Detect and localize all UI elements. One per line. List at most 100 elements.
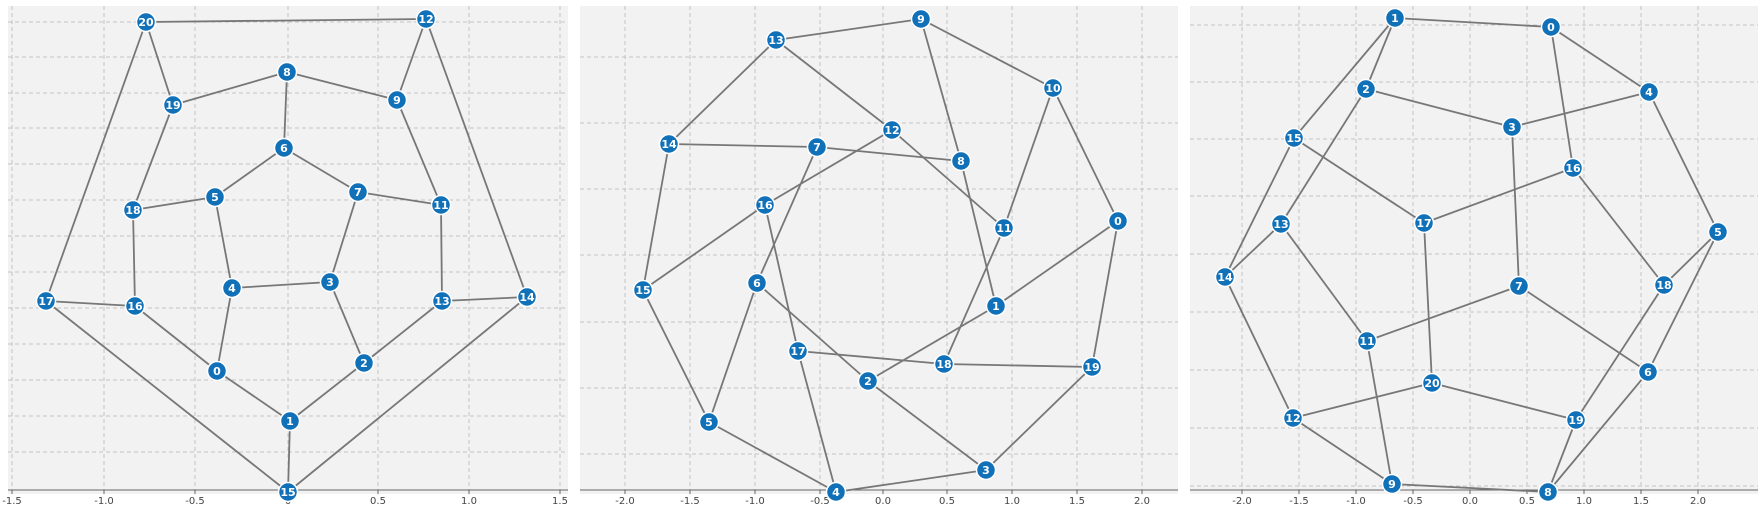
node-label: 13 — [1273, 218, 1288, 231]
graph-node[interactable]: 10 — [1042, 77, 1064, 99]
graph-edge — [441, 296, 528, 302]
graph-edge — [214, 196, 233, 289]
graph-node[interactable]: 0 — [1540, 16, 1562, 38]
graph-node[interactable]: 14 — [1214, 266, 1236, 288]
graph-node[interactable]: 18 — [122, 199, 144, 221]
graph-node[interactable]: 8 — [950, 150, 972, 172]
x-tick-label: 0.5 — [939, 496, 955, 507]
x-tick-label: -1.0 — [745, 496, 765, 507]
graph-node[interactable]: 7 — [806, 136, 828, 158]
graph-node[interactable]: 3 — [975, 459, 997, 481]
graph-node[interactable]: 9 — [910, 8, 932, 30]
graph-node[interactable]: 7 — [1508, 275, 1530, 297]
node-label: 12 — [1285, 412, 1300, 425]
node-circle — [806, 136, 828, 158]
node-label: 15 — [635, 284, 650, 297]
graph-edge — [891, 129, 1005, 229]
graph-node[interactable]: 18 — [1653, 274, 1675, 296]
graph-node[interactable]: 19 — [162, 94, 184, 116]
node-label: 3 — [982, 464, 990, 477]
graph-node[interactable]: 14 — [658, 133, 680, 155]
graph-edge — [797, 350, 945, 365]
node-label: 17 — [790, 345, 805, 358]
graph-node[interactable]: 5 — [204, 186, 226, 208]
x-tick-label: 0.5 — [1519, 496, 1535, 507]
node-circle — [698, 411, 720, 433]
graph-node[interactable]: 2 — [1355, 78, 1377, 100]
node-label: 8 — [283, 66, 291, 79]
node-label: 5 — [211, 191, 219, 204]
graph-node[interactable]: 12 — [415, 8, 437, 30]
graph-node[interactable]: 19 — [1565, 409, 1587, 431]
node-label: 4 — [228, 282, 236, 295]
node-label: 9 — [393, 94, 401, 107]
graph-node[interactable]: 15 — [277, 481, 299, 503]
graph-node[interactable]: 12 — [881, 119, 903, 141]
node-circle — [1637, 361, 1659, 383]
graph-node[interactable]: 14 — [516, 286, 538, 308]
graph-edge — [145, 18, 427, 23]
node-label: 1 — [286, 415, 294, 428]
graph-node[interactable]: 0 — [206, 360, 228, 382]
graph-node[interactable]: 16 — [754, 194, 776, 216]
graph-node[interactable]: 4 — [1638, 81, 1660, 103]
graph-node[interactable]: 1 — [279, 410, 301, 432]
graph-node[interactable]: 20 — [1421, 372, 1443, 394]
graph-node[interactable]: 20 — [135, 11, 157, 33]
graph-node[interactable]: 18 — [933, 353, 955, 375]
node-circle — [1355, 78, 1377, 100]
node-label: 14 — [1217, 271, 1233, 284]
graph-node[interactable]: 0 — [1107, 210, 1129, 232]
graph-edge — [1224, 223, 1282, 278]
graph-node[interactable]: 7 — [347, 181, 369, 203]
graph-node[interactable]: 13 — [1270, 213, 1292, 235]
graph-node[interactable]: 13 — [431, 290, 453, 312]
graph-node[interactable]: 19 — [1081, 356, 1103, 378]
graph-edge — [145, 21, 174, 106]
graph-node[interactable]: 16 — [1562, 157, 1584, 179]
node-circle — [279, 410, 301, 432]
graph-edge — [920, 18, 1054, 89]
graph-node[interactable]: 17 — [787, 340, 809, 362]
graph-node[interactable]: 16 — [124, 295, 146, 317]
graph-node[interactable]: 11 — [993, 217, 1015, 239]
graph-node[interactable]: 13 — [765, 29, 787, 51]
node-label: 19 — [165, 99, 180, 112]
graph-node[interactable]: 2 — [353, 352, 375, 374]
node-label: 6 — [280, 142, 288, 155]
graph-node[interactable]: 1 — [985, 295, 1007, 317]
graph-node[interactable]: 5 — [1707, 221, 1729, 243]
node-label: 18 — [1656, 279, 1671, 292]
graph-node[interactable]: 17 — [1413, 212, 1435, 234]
graph-node[interactable]: 4 — [221, 277, 243, 299]
graph-node[interactable]: 15 — [632, 279, 654, 301]
graph-edge — [1647, 231, 1719, 373]
graph-edge — [867, 380, 987, 471]
graph-node[interactable]: 5 — [698, 411, 720, 433]
graph-node[interactable]: 12 — [1282, 407, 1304, 429]
graph-node[interactable]: 6 — [746, 272, 768, 294]
graph-node[interactable]: 8 — [276, 61, 298, 83]
graph-edge — [835, 469, 987, 493]
graph-node[interactable]: 17 — [35, 290, 57, 312]
graph-node[interactable]: 9 — [386, 89, 408, 111]
graph-edge — [943, 363, 1093, 368]
graph-edge — [985, 366, 1093, 471]
graph-node[interactable]: 15 — [1283, 127, 1305, 149]
node-circle — [632, 279, 654, 301]
graph-node[interactable]: 8 — [1537, 481, 1559, 503]
graph-edge — [775, 39, 893, 131]
graph-node[interactable]: 6 — [273, 137, 295, 159]
graph-node[interactable]: 1 — [1384, 7, 1406, 29]
node-circle — [658, 133, 680, 155]
graph-node[interactable]: 3 — [319, 271, 341, 293]
graph-node[interactable]: 4 — [825, 481, 847, 503]
graph-node[interactable]: 11 — [1356, 330, 1378, 352]
graph-node[interactable]: 9 — [1381, 473, 1403, 495]
graph-node[interactable]: 2 — [857, 370, 879, 392]
graph-edge — [642, 289, 710, 423]
graph-node[interactable]: 11 — [430, 194, 452, 216]
graph-node[interactable]: 6 — [1637, 361, 1659, 383]
graph-node[interactable]: 3 — [1501, 116, 1523, 138]
graph-edge — [668, 39, 777, 145]
